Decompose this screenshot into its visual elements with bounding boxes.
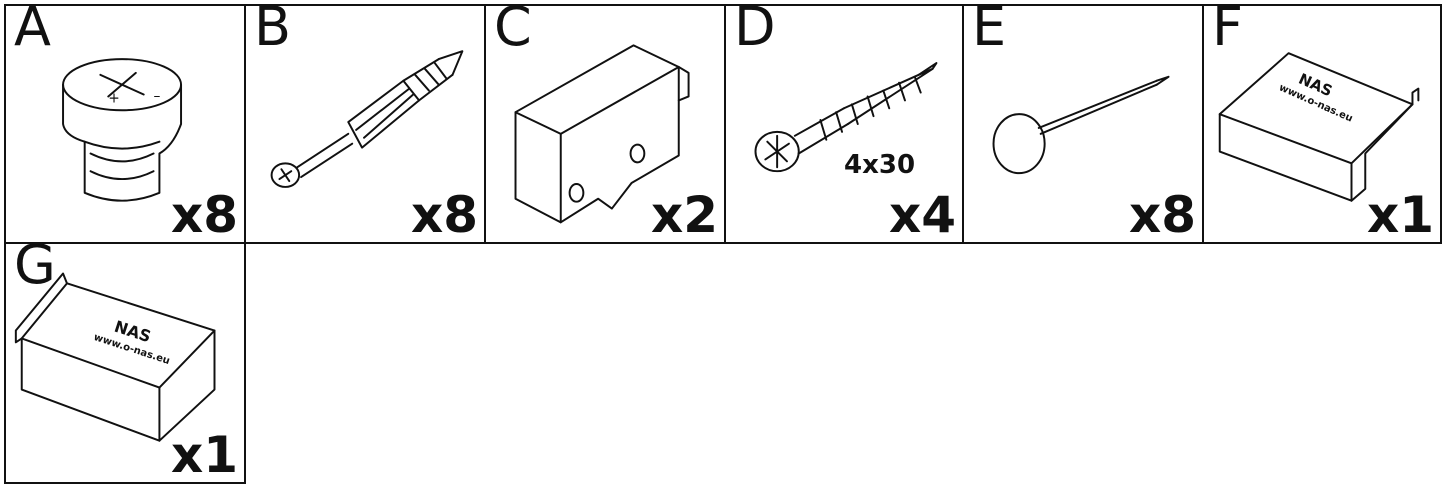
part-cell-a: + – A x8 <box>4 4 246 244</box>
part-letter: E <box>972 4 1007 58</box>
nas-label-box-icon <box>14 272 216 442</box>
wood-screw-icon <box>754 62 938 173</box>
nas-label-box-icon <box>1218 52 1420 202</box>
part-quantity: x8 <box>410 186 478 244</box>
part-cell-b: B x8 <box>244 4 486 244</box>
bracket-block-icon <box>514 44 690 224</box>
part-cell-f: NAS www.o-nas.eu F x1 <box>1202 4 1442 244</box>
cam-lock-icon: + – <box>62 58 183 202</box>
screw-dimension: 4x30 <box>844 150 916 180</box>
dowel-bolt-icon <box>270 50 464 188</box>
part-cell-c: C x2 <box>484 4 726 244</box>
part-cell-g: NAS www.o-nas.eu G x1 <box>4 242 246 484</box>
svg-text:–: – <box>154 88 161 104</box>
part-letter: F <box>1212 4 1244 58</box>
cap-nail-icon <box>992 75 1170 175</box>
part-letter: D <box>734 4 776 58</box>
part-quantity: x8 <box>1128 186 1196 244</box>
part-cell-e: E x8 <box>962 4 1204 244</box>
part-letter: C <box>494 4 532 58</box>
part-letter: B <box>254 4 292 58</box>
part-quantity: x1 <box>1366 186 1434 244</box>
part-quantity: x2 <box>650 186 718 244</box>
part-quantity: x1 <box>170 426 238 484</box>
part-quantity: x8 <box>170 186 238 244</box>
part-quantity: x4 <box>888 186 956 244</box>
part-letter: A <box>14 4 51 58</box>
svg-text:+: + <box>108 90 120 106</box>
part-letter: G <box>14 242 56 296</box>
part-cell-d: 4x30 D x4 <box>724 4 964 244</box>
